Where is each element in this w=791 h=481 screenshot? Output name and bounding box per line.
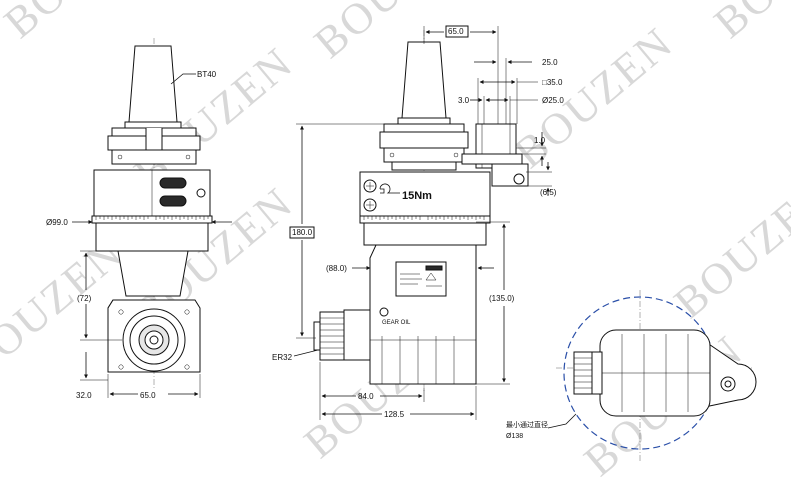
right-view: 最小通过直径 Ø138 <box>506 290 757 462</box>
watermark-text: BOUZEN <box>0 0 172 48</box>
square-35-label: □35.0 <box>542 78 563 87</box>
watermark-text: BOUZEN <box>665 168 791 328</box>
middle-view: 15Nm GEAR OIL 65.0 25.0 <box>272 25 564 420</box>
dim-88-label: (88.0) <box>326 264 347 273</box>
height-180-label: 180.0 <box>292 228 313 237</box>
housing-body <box>359 171 491 217</box>
scale-ring <box>91 215 213 224</box>
width-84-label: 84.0 <box>358 392 374 401</box>
dim-25-label: 25.0 <box>542 58 558 67</box>
diameter-99-label: Ø99.0 <box>46 218 68 227</box>
dim-135-label: (135.0) <box>489 294 515 303</box>
er32-label: ER32 <box>272 353 293 362</box>
bt40-label: BT40 <box>197 70 217 79</box>
dim-1-label: 1.0 <box>534 136 546 145</box>
note-label: 最小通过直径 <box>506 420 548 429</box>
width-128-label: 128.5 <box>384 410 405 419</box>
watermark-text: BOUZEN <box>705 0 791 48</box>
dim-6-5-label: (6.5) <box>540 188 557 197</box>
taper-cone <box>128 45 178 123</box>
dim-3-label: 3.0 <box>458 96 470 105</box>
scale-ring <box>359 215 491 224</box>
left-view: BT40 Ø99.0 (72) 32.0 65.0 <box>46 38 232 400</box>
dia-138-label: Ø138 <box>506 433 523 440</box>
dim-box <box>445 25 469 38</box>
taper-cone <box>401 41 447 119</box>
top-65-label: 65.0 <box>448 27 464 36</box>
wrench-icon <box>379 183 400 194</box>
offset-32-label: 32.0 <box>76 391 92 400</box>
spindle-neck <box>117 250 189 297</box>
clamp-arm <box>699 337 757 409</box>
dim-box <box>289 226 315 239</box>
width-65-label: 65.0 <box>140 391 156 400</box>
watermark-text: BOUZEN <box>505 18 682 178</box>
dia-25-label: Ø25.0 <box>542 96 564 105</box>
gear-oil-label: GEAR OIL <box>382 320 411 326</box>
height-72-label: (72) <box>77 294 92 303</box>
torque-label: 15Nm <box>402 190 432 202</box>
